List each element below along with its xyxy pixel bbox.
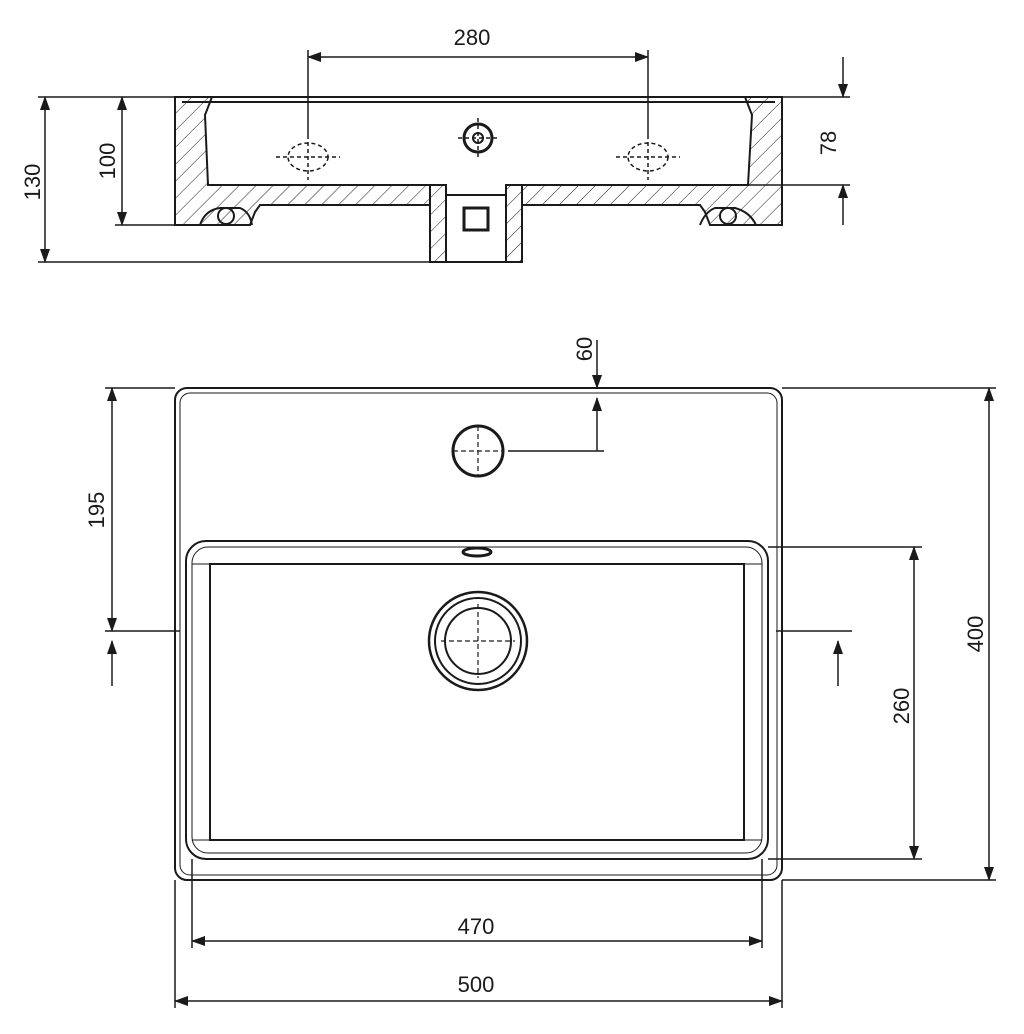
section-view xyxy=(174,96,783,263)
basin-inner xyxy=(209,563,745,841)
dim-260: 260 xyxy=(889,688,914,725)
section-left-wall xyxy=(174,96,431,226)
overflow-square xyxy=(462,206,490,232)
section-drain-neck xyxy=(429,184,447,263)
dim-500: 500 xyxy=(458,972,495,997)
side-holes xyxy=(276,118,680,180)
dim-78: 78 xyxy=(816,131,841,155)
drain-outer xyxy=(427,590,529,692)
basin-outer xyxy=(185,540,769,860)
dim-195: 195 xyxy=(84,492,109,529)
overflow-slot xyxy=(461,546,493,558)
dim-100: 100 xyxy=(95,143,120,180)
dimension-labels: 280 130 100 78 60 195 400 260 470 500 xyxy=(20,25,988,997)
plan-dimensions xyxy=(105,340,996,1008)
dim-400: 400 xyxy=(963,616,988,653)
outer-rim xyxy=(174,387,783,881)
dim-470: 470 xyxy=(458,914,495,939)
dim-60: 60 xyxy=(572,337,597,361)
plan-view xyxy=(174,387,783,881)
dim-130: 130 xyxy=(20,164,45,201)
section-dimensions xyxy=(38,50,850,263)
dim-280: 280 xyxy=(454,25,491,50)
tap-hole-section xyxy=(462,122,494,154)
section-right-wall xyxy=(521,96,783,226)
